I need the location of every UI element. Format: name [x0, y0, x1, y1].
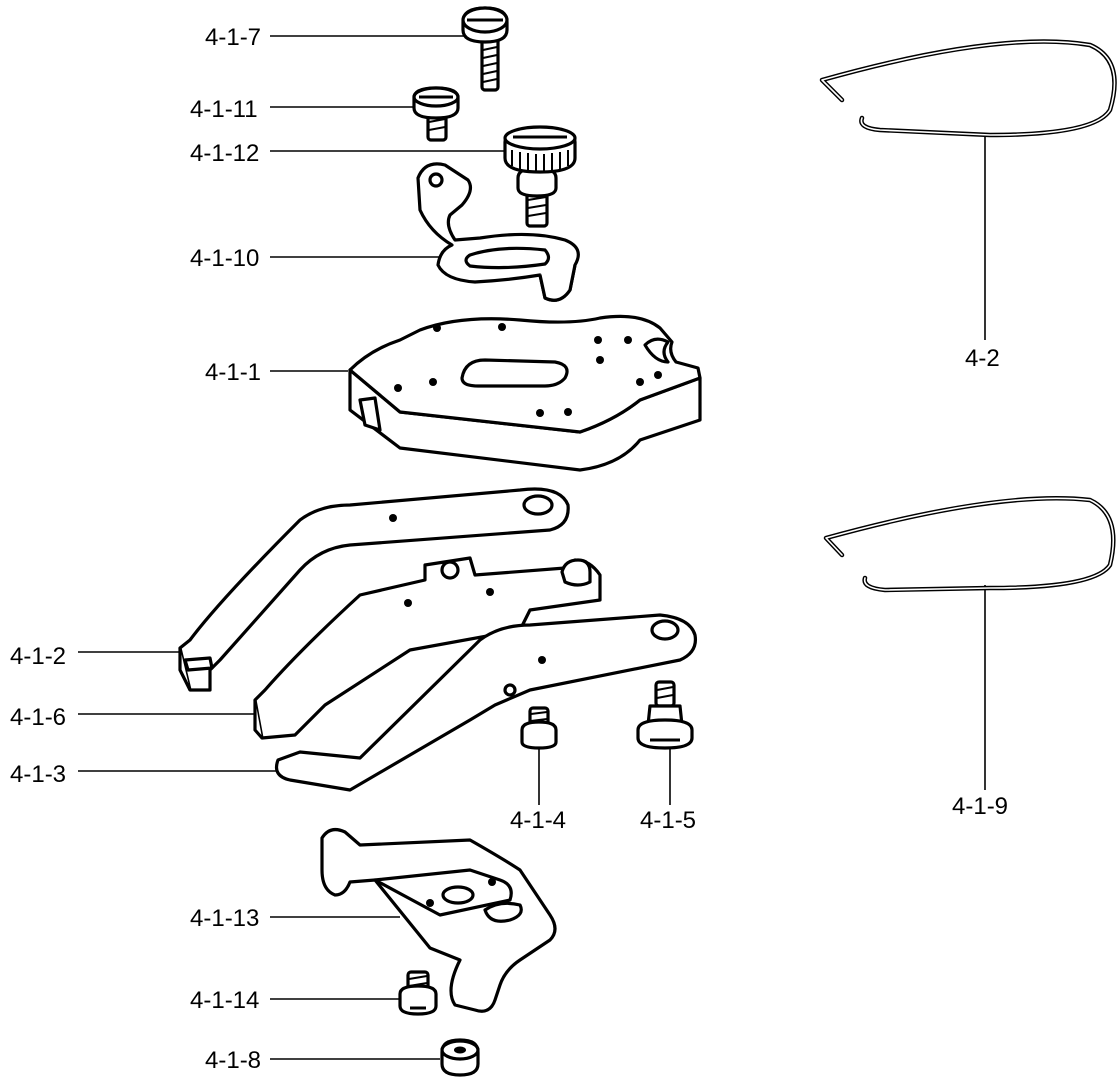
small-screw-4-1-14 — [398, 970, 438, 1016]
label-4-1-2: 4-1-2 — [10, 643, 66, 670]
label-4-1-13: 4-1-13 — [190, 905, 259, 932]
wire-clip-4-1-9 — [823, 496, 1116, 593]
label-4-1-4: 4-1-4 — [510, 807, 566, 834]
arm-4-1-2 — [178, 487, 570, 692]
small-screw-4-1-4 — [520, 706, 558, 750]
nut-4-1-8 — [440, 1038, 480, 1077]
label-4-1-3: 4-1-3 — [10, 761, 66, 788]
shoulder-screw-4-1-5 — [636, 680, 694, 750]
center-slide-4-1-6 — [253, 556, 602, 740]
knurled-screw-4-1-12 — [503, 125, 577, 228]
label-4-1-10: 4-1-10 — [190, 245, 259, 272]
thumb-screw-4-1-7 — [461, 6, 509, 92]
base-plate-4-1-1 — [348, 314, 702, 472]
wire-clip-4-2 — [819, 39, 1117, 138]
label-4-1-12: 4-1-12 — [190, 140, 259, 167]
label-4-1-7: 4-1-7 — [205, 24, 261, 51]
leader-lines — [78, 35, 986, 1060]
label-4-1-6: 4-1-6 — [10, 704, 66, 731]
small-screw-4-1-11 — [412, 86, 460, 142]
label-4-2: 4-2 — [965, 345, 1000, 372]
arm-4-1-3 — [274, 613, 698, 792]
bracket-4-1-13 — [320, 827, 557, 1013]
lever-4-1-10 — [416, 162, 580, 302]
label-4-1-1: 4-1-1 — [205, 359, 261, 386]
label-4-1-5: 4-1-5 — [640, 807, 696, 834]
label-4-1-11: 4-1-11 — [190, 96, 258, 123]
label-4-1-8: 4-1-8 — [205, 1047, 261, 1074]
label-4-1-14: 4-1-14 — [190, 987, 259, 1014]
label-4-1-9: 4-1-9 — [952, 793, 1008, 820]
